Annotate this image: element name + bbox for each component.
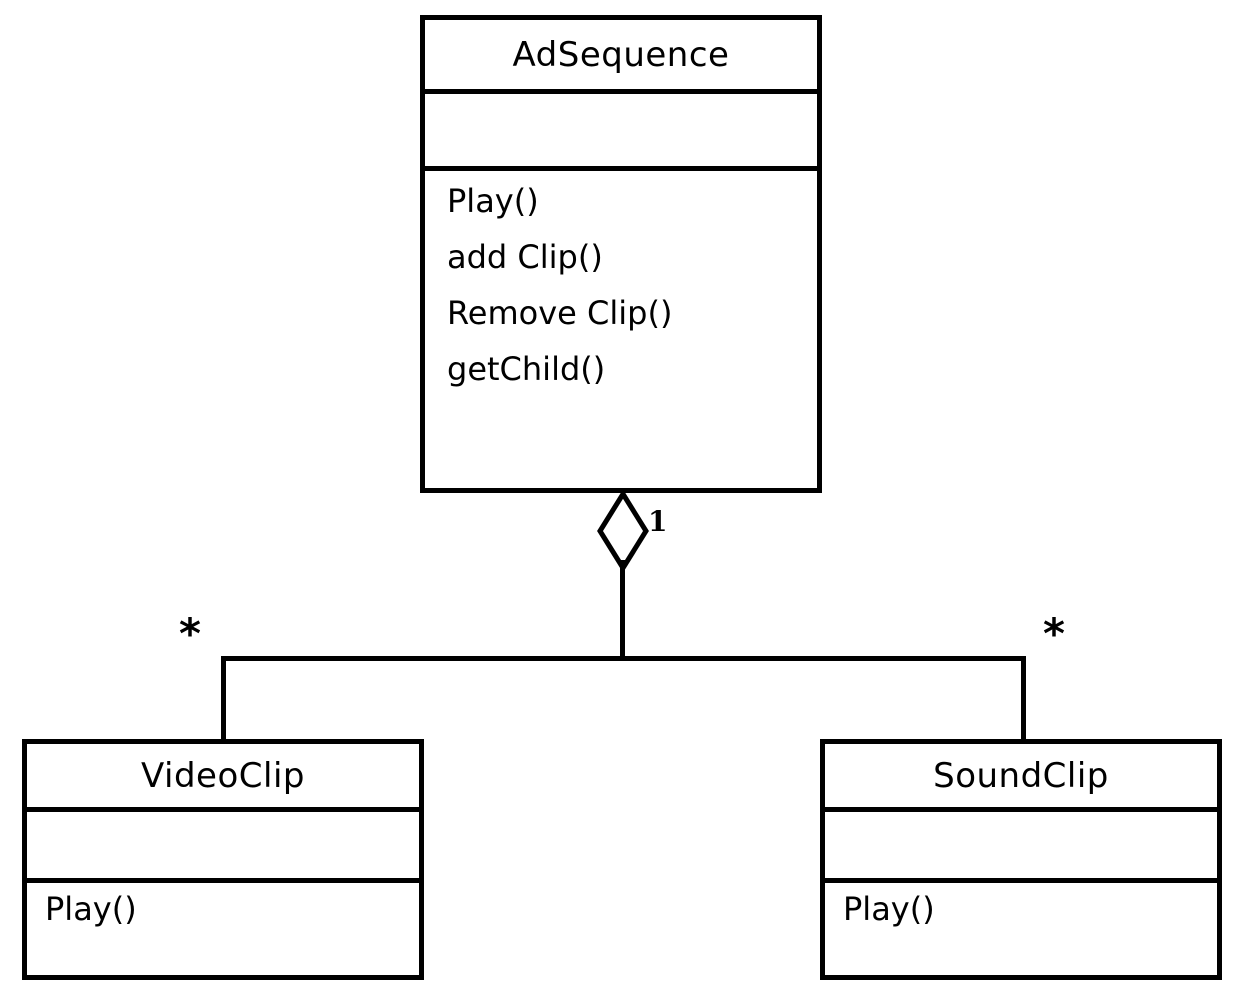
class-name-adsequence: AdSequence xyxy=(425,20,817,94)
method-item: Play() xyxy=(843,890,935,928)
connector-drop-soundclip xyxy=(1021,656,1026,741)
class-box-soundclip[interactable]: SoundClip Play() xyxy=(820,739,1222,980)
method-item: Play() xyxy=(45,890,137,928)
method-item: Play() xyxy=(447,182,539,220)
method-item: getChild() xyxy=(447,350,606,388)
connector-drop-videoclip xyxy=(221,656,226,741)
multiplicity-label-many-left: * xyxy=(179,609,201,658)
class-name-soundclip: SoundClip xyxy=(825,744,1217,812)
class-box-videoclip[interactable]: VideoClip Play() xyxy=(22,739,424,980)
class-attributes-adsequence xyxy=(425,94,817,171)
multiplicity-label-one: 1 xyxy=(648,505,668,538)
class-methods-adsequence: Play() add Clip() Remove Clip() getChild… xyxy=(425,171,817,488)
connector-stem xyxy=(620,560,625,661)
multiplicity-label-many-right: * xyxy=(1043,609,1065,658)
connector-horizontal-bus xyxy=(221,656,1026,661)
method-item: add Clip() xyxy=(447,238,603,276)
class-attributes-videoclip xyxy=(27,812,419,883)
class-methods-videoclip: Play() xyxy=(27,883,419,970)
class-name-videoclip: VideoClip xyxy=(27,744,419,812)
class-attributes-soundclip xyxy=(825,812,1217,883)
class-methods-soundclip: Play() xyxy=(825,883,1217,970)
aggregation-diamond-icon xyxy=(597,491,649,571)
class-box-adsequence[interactable]: AdSequence Play() add Clip() Remove Clip… xyxy=(420,15,822,493)
method-item: Remove Clip() xyxy=(447,294,673,332)
